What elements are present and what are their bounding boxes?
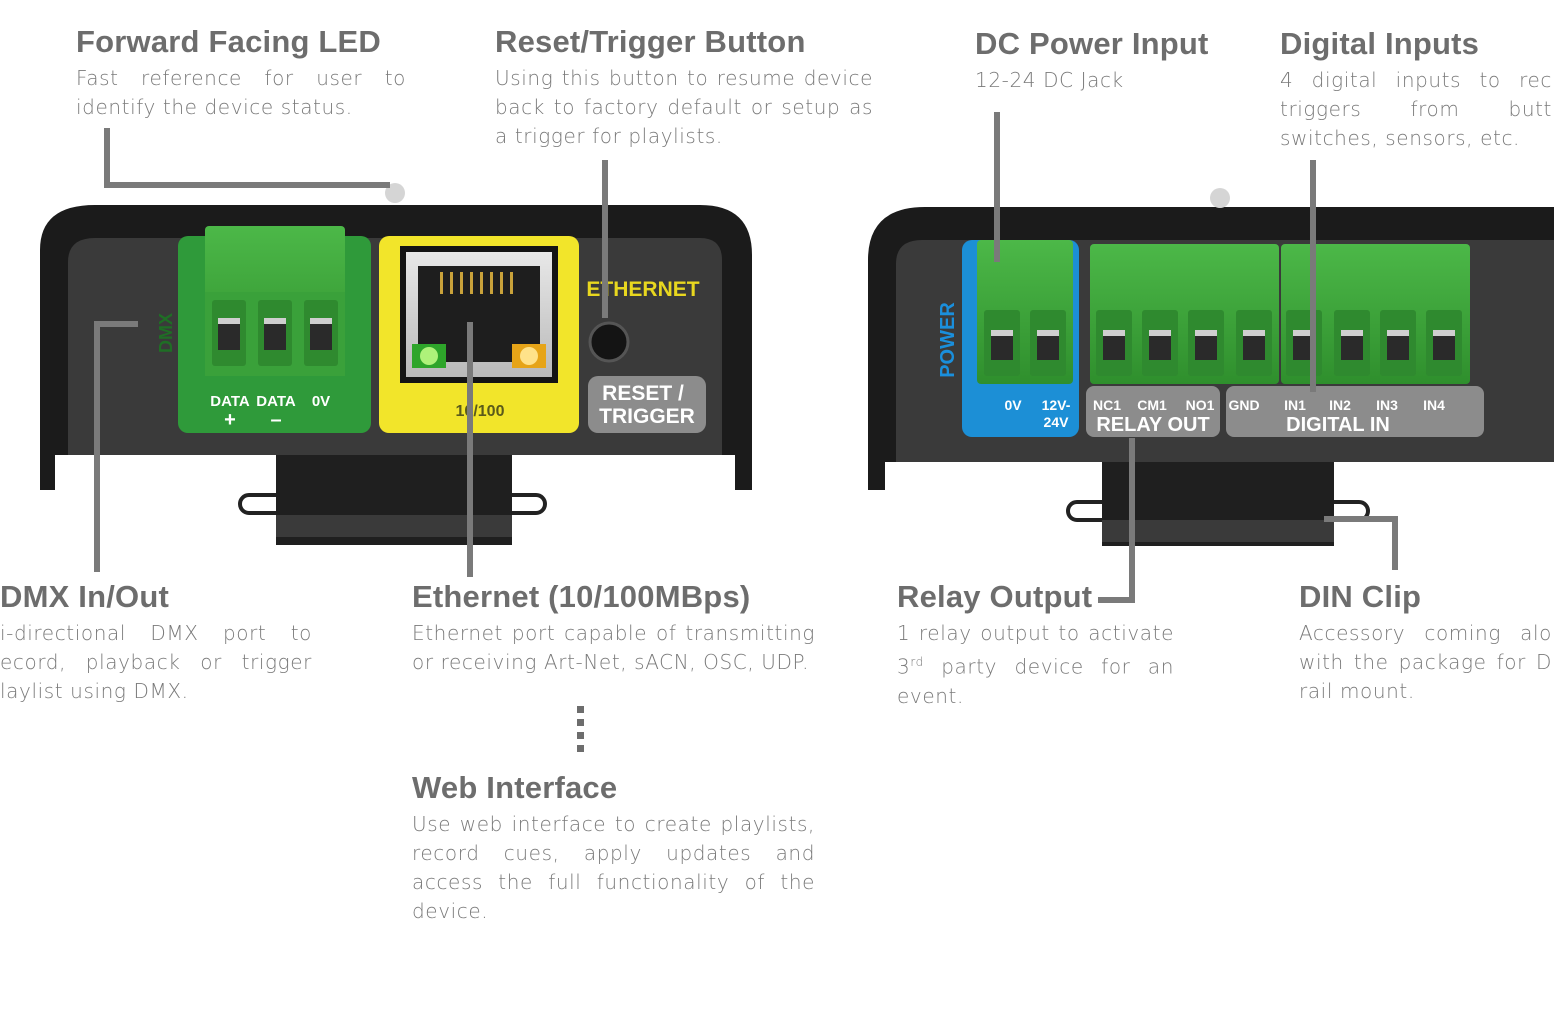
leader-din-clip: [1324, 516, 1398, 570]
din-clip-desc: Accessory coming alo with the package fo…: [1299, 621, 1552, 703]
relay-out-label: RELAY OUT: [1096, 414, 1209, 436]
relay-desc-post: party device for an event.: [897, 654, 1174, 708]
leader-relay: [1098, 438, 1135, 603]
annotation-relay-output: Relay Output 1 relay output to activate …: [897, 579, 1174, 711]
power-pin-12v: 12V-: [1042, 397, 1071, 413]
dmx-title: DMX In/Out: [0, 579, 170, 614]
forward-led-desc: Fast reference for user to identify the …: [76, 66, 406, 119]
dmx-minus-sign: –: [270, 409, 281, 431]
digital-inputs-desc: 4 digital inputs to rec triggers from bu…: [1280, 68, 1552, 150]
dmx-pin-data-plus: DATA: [210, 393, 250, 410]
web-interface-title: Web Interface: [412, 770, 618, 805]
in3-pin-label: IN3: [1376, 397, 1398, 413]
power-pin-24v: 24V: [1044, 414, 1070, 430]
leader-lines: [94, 112, 1398, 603]
dmx-plus-sign: +: [224, 409, 236, 431]
web-interface-desc: Use web interface to create playlists, r…: [412, 812, 815, 923]
power-pin-0v: 0V: [1004, 397, 1022, 413]
annotation-dmx: DMX In/Out i-directional DMX port to eco…: [0, 579, 312, 706]
in1-pin-label: IN1: [1284, 397, 1306, 413]
ethernet-title: Ethernet (10/100MBps): [412, 579, 751, 614]
dmx-terminal-slots: [212, 300, 338, 366]
in2-pin-label: IN2: [1329, 397, 1351, 413]
relay-output-title: Relay Output: [897, 579, 1093, 614]
relay-label-panel: [1086, 386, 1220, 437]
dc-power-title: DC Power Input: [975, 26, 1209, 61]
reset-trigger-title: Reset/Trigger Button: [495, 24, 806, 59]
ethernet-speed-label: 10/100: [456, 403, 505, 420]
relay-pin-cm1: CM1: [1137, 397, 1167, 413]
leader-dmx: [94, 321, 138, 572]
reset-trigger-desc: Using this button to resume device back …: [495, 66, 873, 148]
din-clip-title: DIN Clip: [1299, 579, 1422, 614]
dmx-pin-data-minus: DATA: [256, 393, 296, 410]
relay-output-desc: 1 relay output to activate 3rd party dev…: [897, 619, 1174, 711]
reset-label-line1: RESET /: [602, 382, 684, 405]
leader-forward-led: [104, 128, 390, 188]
reset-trigger-button[interactable]: [588, 321, 630, 363]
rj45-contacts: [440, 272, 513, 294]
annotation-web-interface: Web Interface Use web interface to creat…: [412, 770, 815, 926]
dmx-vertical-label: DMX: [156, 313, 176, 353]
digital-label-panel: [1226, 386, 1484, 437]
relay-terminal-block: [1090, 244, 1279, 384]
digital-terminal-block: [1281, 244, 1470, 384]
dmx-pin-0v: 0V: [312, 393, 330, 410]
relay-pin-nc1: NC1: [1093, 397, 1121, 413]
power-vertical-label: POWER: [937, 302, 959, 378]
dmx-desc: i-directional DMX port to ecord, playbac…: [0, 621, 312, 703]
annotation-din-clip: DIN Clip Accessory coming alo with the p…: [1299, 579, 1552, 706]
digital-in-label: DIGITAL IN: [1286, 414, 1390, 436]
relay-desc-pre: 1 relay output to activate 3: [897, 621, 1174, 679]
right-device: POWER 0V 12V- 24V NC1 CM1 NO1 RELAY OUT …: [868, 188, 1554, 546]
in4-pin-label: IN4: [1423, 397, 1445, 413]
relay-pin-no1: NO1: [1186, 397, 1215, 413]
ethernet-desc: Ethernet port capable of transmitting or…: [412, 621, 815, 674]
right-terminal-slots: [984, 310, 1462, 376]
reset-label-panel: [588, 376, 706, 433]
dc-power-desc: 12-24 DC Jack: [975, 68, 1124, 92]
forward-led-title: Forward Facing LED: [76, 24, 382, 59]
annotation-digital-inputs: Digital Inputs 4 digital inputs to rec t…: [1280, 26, 1552, 153]
digital-inputs-title: Digital Inputs: [1280, 26, 1480, 61]
ethernet-label: ETHERNET: [586, 278, 699, 301]
annotation-reset-trigger: Reset/Trigger Button Using this button t…: [495, 24, 873, 151]
left-device: DMX DATA DATA 0V + – 10/100 ETHERNET: [40, 183, 752, 545]
annotation-ethernet: Ethernet (10/100MBps) Ethernet port capa…: [412, 579, 815, 677]
annotation-dc-power: DC Power Input 12-24 DC Jack: [975, 26, 1235, 95]
annotation-forward-led: Forward Facing LED Fast reference for us…: [76, 24, 406, 122]
relay-desc-sup: rd: [910, 655, 924, 669]
dotted-connector: [577, 706, 584, 752]
reset-label-line2: TRIGGER: [599, 405, 695, 428]
gnd-pin-label: GND: [1228, 397, 1259, 413]
